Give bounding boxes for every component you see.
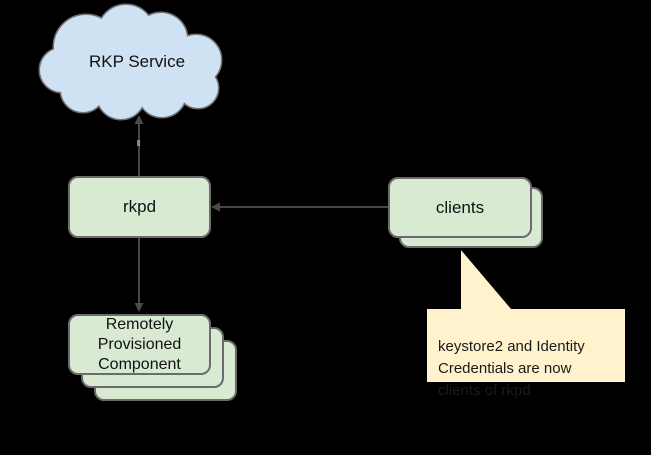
- cloud-rkp-service-label: RKP Service: [88, 52, 186, 71]
- rpc-node-label: Remotely Provisioned Component: [97, 315, 182, 373]
- rkpd-node-label: rkpd: [122, 197, 157, 216]
- arrow-rkpd-to-cloud: [134, 115, 144, 176]
- rkpd-node: rkpd: [68, 176, 211, 238]
- rpc-node: Remotely Provisioned Component: [68, 314, 211, 375]
- cloud-shape: [38, 3, 223, 121]
- clients-node: clients: [388, 177, 532, 238]
- clients-node-label: clients: [435, 197, 485, 217]
- callout-tail: [461, 250, 511, 309]
- arrow-rkpd-to-rpc: [134, 238, 144, 312]
- callout-note: keystore2 and Identity Credentials are n…: [427, 309, 625, 399]
- arrow-clients-to-rkpd: [211, 202, 388, 212]
- callout-note-text: keystore2 and Identity Credentials are n…: [438, 338, 585, 399]
